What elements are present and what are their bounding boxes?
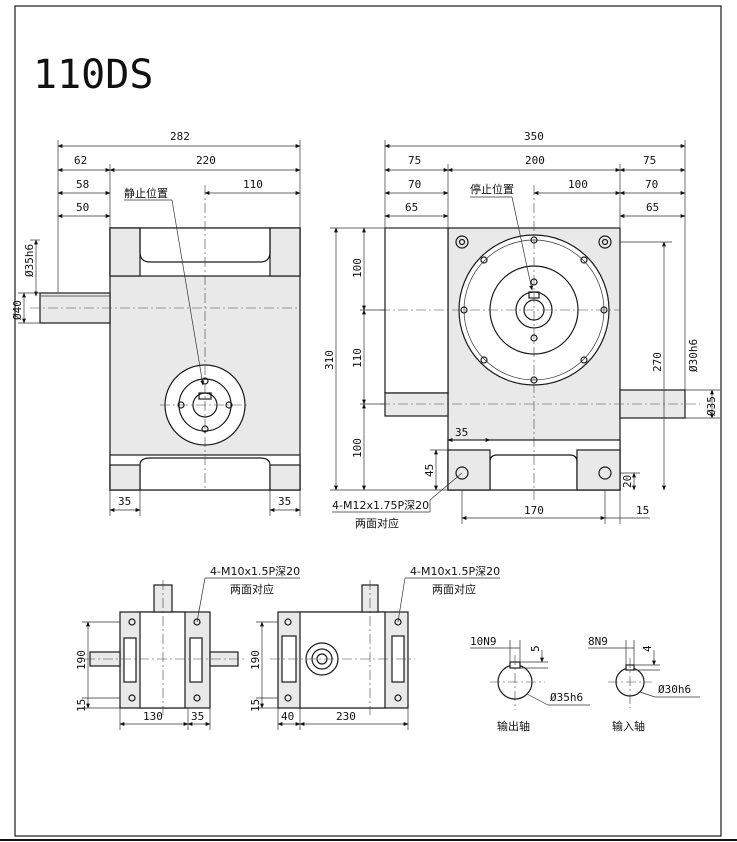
input-shaft-section: 8N9 4 Ø30h6 输入轴 [588, 635, 700, 733]
tvr-hole-spec: 4-M10x1.5P深20 [410, 565, 500, 578]
front-dim-220: 220 [196, 154, 216, 167]
output-shaft-label: 输出轴 [497, 719, 530, 733]
sheet-border [14, 5, 722, 837]
model-title: 110DS [33, 52, 153, 98]
input-key-spec: 8N9 [588, 635, 608, 648]
front-view: 282 62 220 58 110 50 静止位置 Ø35h6 Ø40 35 3… [11, 130, 301, 516]
top-view-right: 4-M10x1.5P深20 两面对应 190 15 40 230 [249, 565, 500, 730]
side-shaft-fit: Ø30h6 [687, 339, 700, 372]
tvr-height-190: 190 [249, 650, 262, 670]
side-vert-100-bottom: 100 [351, 438, 364, 458]
side-view: 350 75 200 75 70 100 70 65 65 停止位置 310 1… [323, 130, 720, 530]
output-shaft-section: 10N9 5 Ø35h6 输出轴 [470, 635, 590, 733]
front-shaft-fit: Ø35h6 [23, 244, 36, 277]
side-dim-15: 15 [636, 504, 649, 517]
side-dim-75-right: 75 [643, 154, 656, 167]
side-hole-spec: 4-M12x1.75P深20 [332, 499, 429, 512]
side-stop-position-label: 停止位置 [470, 182, 514, 196]
side-base-170: 170 [524, 504, 544, 517]
side-dim-200: 200 [525, 154, 545, 167]
top-view-left: 4-M10x1.5P深20 两面对应 190 15 130 35 [75, 565, 300, 730]
front-shaft-height: Ø40 [11, 300, 24, 320]
tvr-hole-note: 两面对应 [432, 582, 476, 596]
tvl-height-190: 190 [75, 650, 88, 670]
side-vert-100-top: 100 [351, 258, 364, 278]
front-dim-50: 50 [76, 201, 89, 214]
side-dim-70-left: 70 [408, 178, 421, 191]
side-dim-20: 20 [621, 475, 634, 488]
front-dim-110: 110 [243, 178, 263, 191]
side-vert-270: 270 [651, 352, 664, 372]
tvl-width-130: 130 [143, 710, 163, 723]
side-dim-75-left: 75 [408, 154, 421, 167]
side-dim-350: 350 [524, 130, 544, 143]
input-shaft-fit: Ø30h6 [658, 683, 691, 696]
input-key-depth: 4 [641, 645, 654, 652]
front-foot-left: 35 [118, 495, 131, 508]
tvl-hole-note: 两面对应 [230, 582, 274, 596]
side-shaft-dia: Ø35 [705, 396, 718, 416]
tvl-hole-spec: 4-M10x1.5P深20 [210, 565, 300, 578]
input-shaft-label: 输入轴 [612, 719, 645, 733]
front-dim-62: 62 [74, 154, 87, 167]
side-hole-note: 两面对应 [355, 516, 399, 530]
tvr-offset-15: 15 [249, 699, 262, 712]
tvr-width-230: 230 [336, 710, 356, 723]
tvr-width-40: 40 [281, 710, 294, 723]
tvl-width-35: 35 [191, 710, 204, 723]
side-dim-100-top: 100 [568, 178, 588, 191]
front-stop-position-label: 静止位置 [124, 186, 168, 200]
side-dim-35: 35 [455, 426, 468, 439]
output-key-depth: 5 [529, 645, 542, 652]
side-vert-110: 110 [351, 348, 364, 368]
side-vert-310: 310 [323, 350, 336, 370]
side-dim-70-right: 70 [645, 178, 658, 191]
side-dim-65-left: 65 [405, 201, 418, 214]
side-dim-45: 45 [423, 464, 436, 477]
front-dim-58: 58 [76, 178, 89, 191]
output-shaft-fit: Ø35h6 [550, 691, 583, 704]
front-dim-282: 282 [170, 130, 190, 143]
front-foot-right: 35 [278, 495, 291, 508]
output-key-spec: 10N9 [470, 635, 497, 648]
side-dim-65-right: 65 [646, 201, 659, 214]
tvl-offset-15: 15 [75, 699, 88, 712]
